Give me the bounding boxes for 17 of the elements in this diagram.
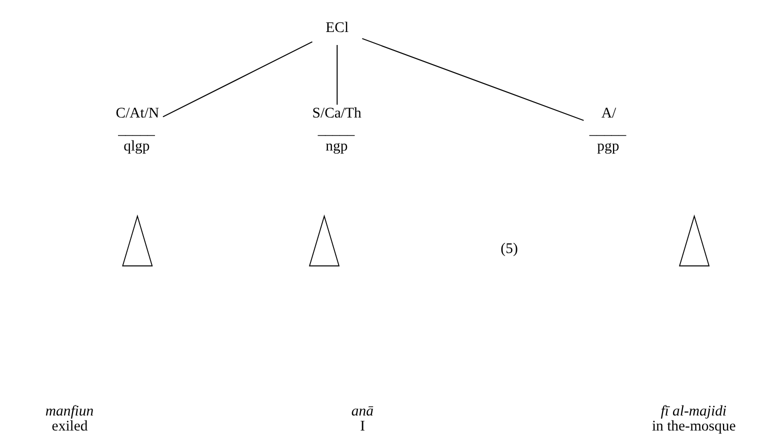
node-label: I [360, 418, 365, 434]
node-label: exiled [51, 418, 88, 434]
node-text: A/ _____ pgp [588, 106, 626, 155]
label: (5) [500, 240, 518, 257]
node-label: anā [350, 404, 373, 420]
connector [336, 45, 338, 105]
node-text: C/At/N _____ qlgp [115, 106, 159, 155]
node-label: in the-mosque [651, 418, 736, 434]
node-label: fī al-majidi [660, 404, 726, 420]
node-text: S/Ca/Th _____ ngp [312, 106, 361, 155]
node-triangle [678, 214, 710, 266]
connector [362, 38, 584, 121]
node-label: manfiun [44, 404, 94, 420]
node-triangle [308, 214, 340, 266]
connector [162, 41, 312, 118]
node-text: ECl [325, 20, 348, 36]
node-triangle [122, 214, 152, 266]
